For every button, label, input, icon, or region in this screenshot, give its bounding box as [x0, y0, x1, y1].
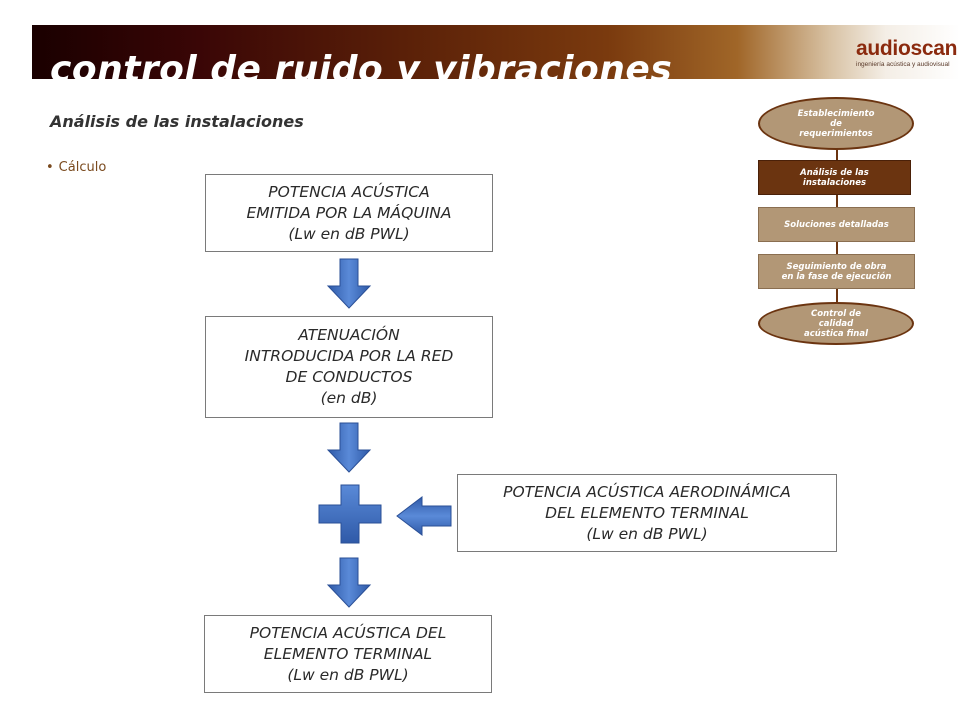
- step-line: de: [830, 118, 842, 129]
- page-title: control de ruido y vibraciones: [50, 49, 673, 79]
- header-band: [32, 25, 960, 79]
- logo-name: audioscan: [856, 37, 958, 60]
- arrow-down-icon: [326, 258, 372, 309]
- step-line: acústica final: [804, 328, 868, 339]
- bullet-item: • Cálculo: [46, 160, 106, 175]
- flow-box-terminal-power: POTENCIA ACÚSTICA DEL ELEMENTO TERMINAL …: [204, 615, 492, 693]
- box-line: (Lw en dB PWL): [287, 665, 409, 684]
- box-line: ELEMENTO TERMINAL: [263, 644, 433, 663]
- box-line: DEL ELEMENTO TERMINAL: [545, 503, 749, 522]
- arrow-down-icon: [326, 422, 372, 473]
- process-connector: [836, 148, 838, 160]
- step-line: requerimientos: [799, 128, 873, 139]
- bullet-dot-icon: •: [46, 160, 54, 175]
- flow-box-aerodynamic-power: POTENCIA ACÚSTICA AERODINÁMICA DEL ELEME…: [457, 474, 837, 552]
- step-line: Control de: [811, 308, 861, 319]
- process-step-analysis: Análisis de las instalaciones: [758, 160, 911, 195]
- process-step-site-followup: Seguimiento de obra en la fase de ejecuc…: [758, 254, 915, 289]
- box-line: INTRODUCIDA POR LA RED: [244, 347, 454, 365]
- process-step-solutions: Soluciones detalladas: [758, 207, 915, 242]
- step-line: Soluciones detalladas: [784, 219, 889, 230]
- box-line: (en dB): [320, 389, 378, 407]
- step-line: Establecimiento: [797, 108, 875, 119]
- step-line: Análisis de las: [800, 167, 869, 178]
- arrow-left-icon: [396, 496, 452, 536]
- box-line: ATENUACIÓN: [298, 326, 400, 344]
- step-line: Seguimiento de obra: [786, 261, 887, 272]
- audioscan-logo: audioscan ingeniería acústica y audiovis…: [856, 37, 958, 72]
- box-line: EMITIDA POR LA MÁQUINA: [246, 203, 452, 222]
- process-connector: [836, 242, 838, 254]
- process-step-quality-control: Control de calidad acústica final: [758, 302, 914, 345]
- box-line: POTENCIA ACÚSTICA AERODINÁMICA: [503, 482, 791, 501]
- process-connector: [836, 195, 838, 207]
- step-line: instalaciones: [802, 177, 867, 188]
- arrow-down-icon: [326, 557, 372, 608]
- process-step-requirements: Establecimiento de requerimientos: [758, 97, 914, 150]
- plus-icon: [318, 484, 382, 544]
- section-title: Análisis de las instalaciones: [50, 112, 304, 131]
- box-line: (Lw en dB PWL): [288, 224, 410, 243]
- bullet-text: Cálculo: [58, 160, 107, 175]
- box-line: POTENCIA ACÚSTICA: [268, 182, 430, 201]
- logo-tagline: ingeniería acústica y audiovisual: [856, 61, 950, 68]
- box-line: (Lw en dB PWL): [586, 524, 708, 543]
- box-line: DE CONDUCTOS: [285, 368, 413, 386]
- flow-box-machine-power: POTENCIA ACÚSTICA EMITIDA POR LA MÁQUINA…: [205, 174, 493, 252]
- box-line: POTENCIA ACÚSTICA DEL: [249, 623, 447, 642]
- process-connector: [836, 288, 838, 302]
- step-line: en la fase de ejecución: [781, 271, 892, 282]
- flow-box-duct-attenuation: ATENUACIÓN INTRODUCIDA POR LA RED DE CON…: [205, 316, 493, 418]
- step-line: calidad: [818, 318, 854, 329]
